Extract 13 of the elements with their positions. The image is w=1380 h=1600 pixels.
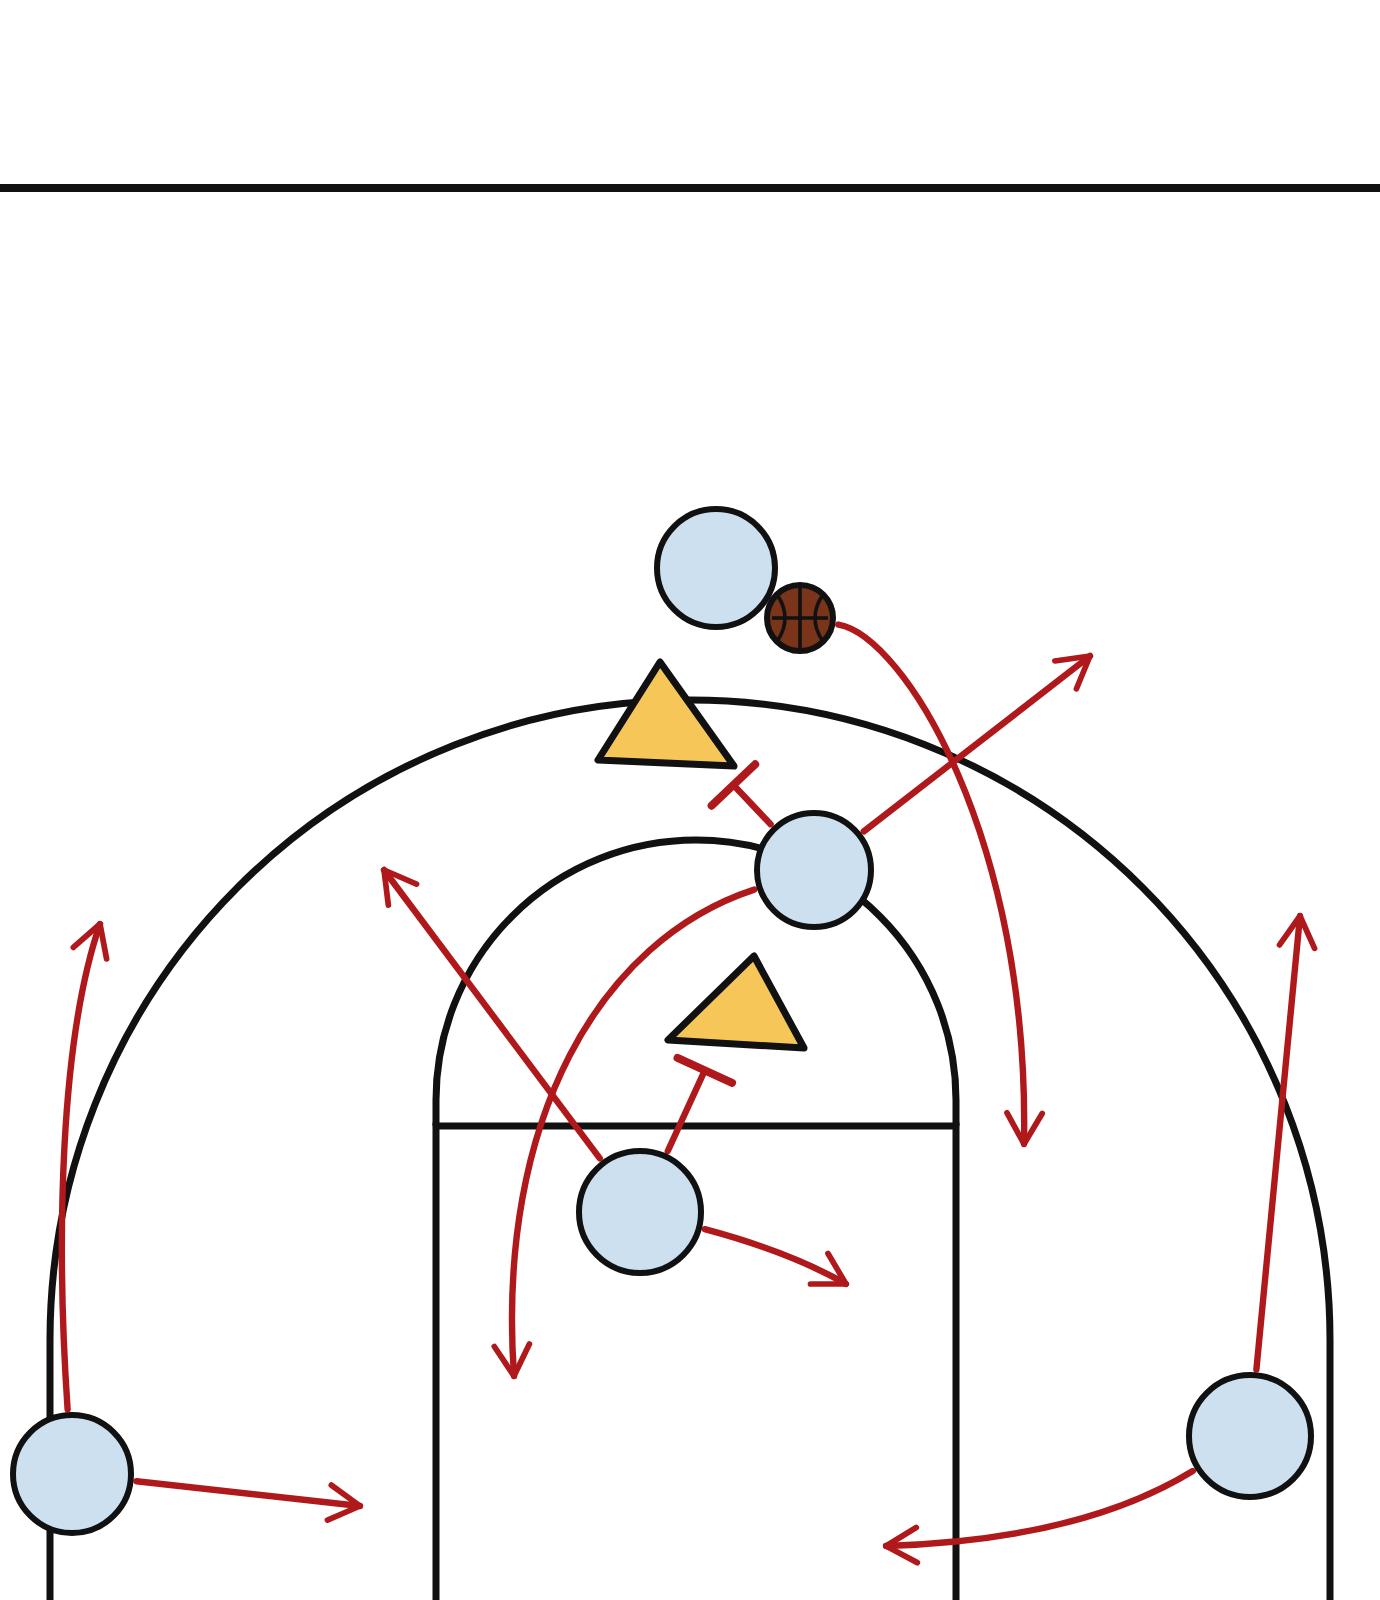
- movement-arrow: [835, 621, 1044, 1148]
- movement-arrow: [58, 920, 111, 1413]
- movement-arrow: [1253, 912, 1318, 1373]
- movement-arrow: [860, 652, 1094, 835]
- movement-arrow: [380, 866, 603, 1162]
- basketball-icon: [764, 582, 836, 654]
- movement-arrow: [133, 1478, 364, 1523]
- defender-triangle: [662, 950, 810, 1054]
- movement-arrow: [701, 1226, 850, 1288]
- movement-arrow: [492, 886, 758, 1380]
- defender-triangle: [592, 656, 740, 772]
- screen-line: [707, 760, 774, 828]
- movement-arrow: [882, 1467, 1196, 1566]
